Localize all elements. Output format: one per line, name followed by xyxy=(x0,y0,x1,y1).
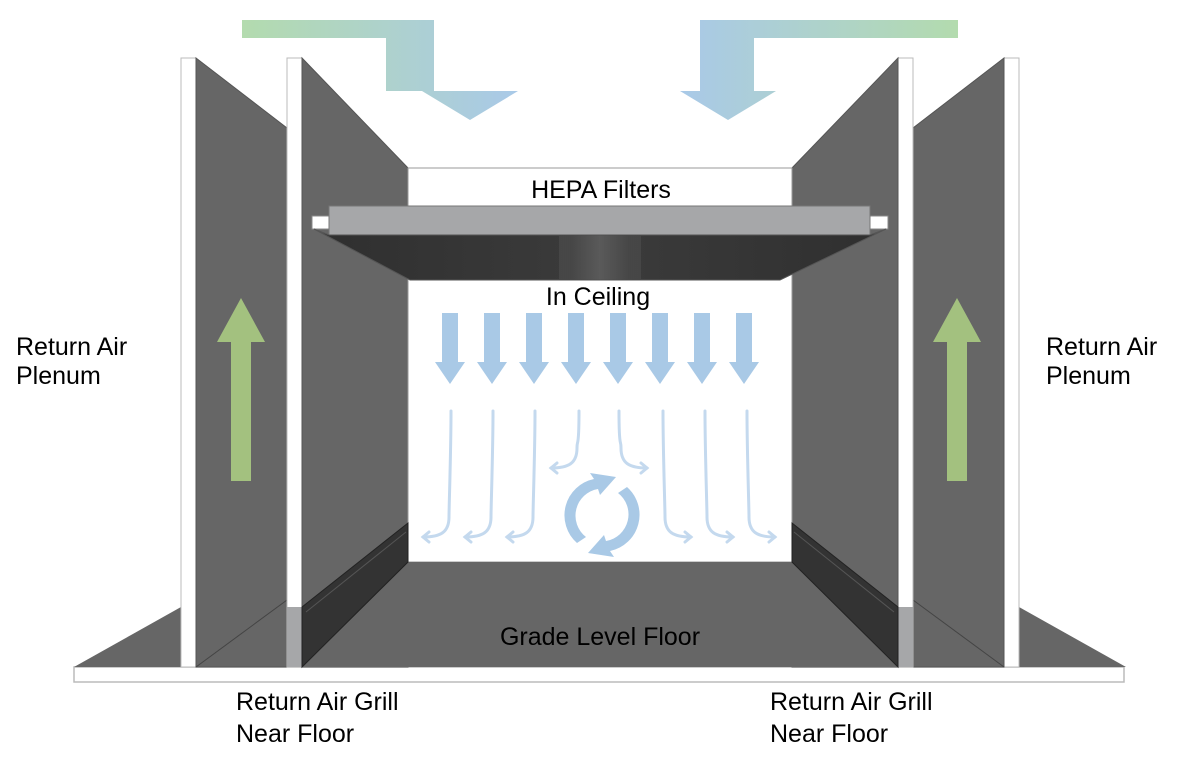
return-air-arrow-left xyxy=(217,298,265,481)
grill-post-right xyxy=(898,607,913,667)
airflow-curve-head xyxy=(420,530,431,544)
supply-down-arrow xyxy=(561,313,591,384)
airflow-curve xyxy=(617,409,649,470)
hepa-filter-frame xyxy=(328,205,871,236)
return-air-grill-left-line2: Near Floor xyxy=(236,720,354,748)
hepa-filters-label: HEPA Filters xyxy=(531,176,671,204)
in-ceiling-label: In Ceiling xyxy=(546,283,650,311)
return-air-arrow-right xyxy=(933,298,981,481)
airflow-curve xyxy=(421,409,453,539)
plenum-post-right-outer xyxy=(1003,57,1020,668)
recirculation-icon xyxy=(564,473,640,557)
supply-down-arrow xyxy=(645,313,675,384)
airflow-curve xyxy=(703,409,735,539)
airflow-curve-head xyxy=(639,461,650,475)
supply-duct-arrow-left-shape xyxy=(242,20,518,120)
airflow-curves xyxy=(420,409,778,544)
grade-level-floor xyxy=(302,562,898,667)
supply-down-arrow xyxy=(603,313,633,384)
airflow-curve xyxy=(745,409,777,539)
laminar-supply-arrows xyxy=(435,313,759,384)
plenum-post-left-inner xyxy=(286,57,303,668)
supply-duct-arrow-right-shape xyxy=(680,20,958,120)
return-air-grill-left-line1: Return Air Grill xyxy=(236,688,399,716)
airflow-curve xyxy=(463,409,495,539)
return-air-plenum-right-line1: Return Air xyxy=(1046,333,1157,361)
return-air-grill-right-line2: Near Floor xyxy=(770,720,888,748)
plenum-post-right-inner xyxy=(897,57,914,668)
supply-down-arrow xyxy=(435,313,465,384)
airflow-curve-head xyxy=(767,530,778,544)
grill-post-left xyxy=(287,607,302,667)
supply-down-arrow xyxy=(477,313,507,384)
filter-tab-right xyxy=(869,215,889,230)
supply-down-arrow xyxy=(687,313,717,384)
airflow-curve-head xyxy=(725,530,736,544)
airflow-curve-head xyxy=(504,530,515,544)
supply-down-arrow xyxy=(729,313,759,384)
return-air-plenum-left-line2: Plenum xyxy=(16,362,101,390)
airflow-curve-head xyxy=(548,461,559,475)
plenum-post-left-outer xyxy=(180,57,197,668)
ground-right xyxy=(1019,607,1126,667)
supply-down-arrow xyxy=(519,313,549,384)
filter-pleats xyxy=(559,236,641,279)
return-grill-right xyxy=(791,521,899,669)
airflow-curve xyxy=(505,409,537,539)
grade-level-floor-label: Grade Level Floor xyxy=(500,623,700,651)
return-air-plenum-right-line2: Plenum xyxy=(1046,362,1131,390)
airflow-curve xyxy=(549,409,581,470)
floor-slab xyxy=(73,666,1125,683)
airflow-curve-head xyxy=(462,530,473,544)
ground-left xyxy=(74,607,181,667)
return-air-plenum-left-line1: Return Air xyxy=(16,333,127,361)
airflow-curve xyxy=(661,409,693,539)
filter-tab-left xyxy=(311,215,331,230)
airflow-curve-head xyxy=(683,530,694,544)
return-air-grill-right-line1: Return Air Grill xyxy=(770,688,933,716)
return-grill-left xyxy=(301,521,409,669)
